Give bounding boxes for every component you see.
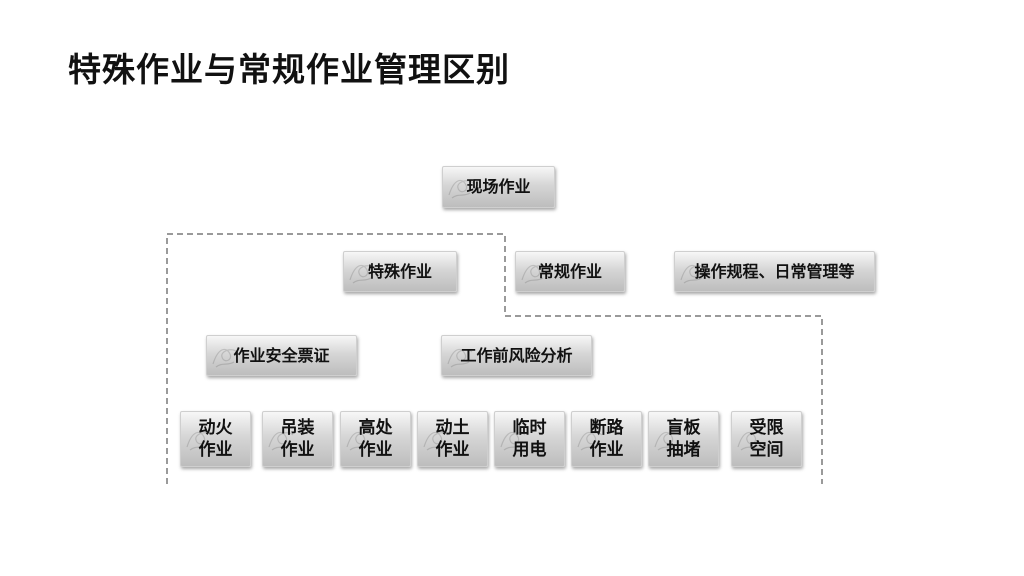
decorative-flourish-icon <box>521 264 547 283</box>
operation-label: 高处 作业 <box>358 418 393 460</box>
operation-label: 动火 作业 <box>198 418 233 460</box>
operation-node-excavation: 动土 作业 <box>417 411 488 467</box>
pre-work-risk-analysis-label: 工作前风险分析 <box>460 345 573 365</box>
routine-operations-node: 常规作业 <box>515 251 625 292</box>
routine-operations-label: 常规作业 <box>537 261 602 281</box>
root-node-on-site-operations: 现场作业 <box>442 166 555 208</box>
decorative-flourish-icon <box>577 431 603 451</box>
special-operations-node: 特殊作业 <box>343 251 457 292</box>
work-permit-node: 作业安全票证 <box>206 335 357 376</box>
routine-detail-node: 操作规程、日常管理等 <box>674 251 875 292</box>
decorative-flourish-icon <box>268 431 294 451</box>
decorative-flourish-icon <box>654 431 680 451</box>
operation-label: 动土 作业 <box>435 418 470 460</box>
operation-label: 盲板 抽堵 <box>666 418 701 460</box>
special-operations-label: 特殊作业 <box>367 261 432 281</box>
decorative-flourish-icon <box>212 348 238 367</box>
decorative-flourish-icon <box>447 348 473 367</box>
decorative-flourish-icon <box>448 179 474 199</box>
operation-node-lifting: 吊装 作业 <box>262 411 333 467</box>
operation-label: 临时 用电 <box>512 418 547 460</box>
decorative-flourish-icon <box>737 431 763 451</box>
root-node-label: 现场作业 <box>466 177 531 196</box>
operation-node-temporary-power: 临时 用电 <box>494 411 565 467</box>
operation-node-hot-work: 动火 作业 <box>180 411 251 467</box>
decorative-flourish-icon <box>346 431 372 451</box>
operation-label: 吊装 作业 <box>280 418 315 460</box>
decorative-flourish-icon <box>680 264 706 283</box>
operation-node-road-closure: 断路 作业 <box>571 411 642 467</box>
operation-label: 断路 作业 <box>589 418 624 460</box>
pre-work-risk-analysis-node: 工作前风险分析 <box>441 335 592 376</box>
decorative-flourish-icon <box>423 431 449 451</box>
decorative-flourish-icon <box>349 264 375 283</box>
operation-node-working-at-height: 高处 作业 <box>340 411 411 467</box>
operation-label: 受限 空间 <box>749 418 784 460</box>
routine-detail-label: 操作规程、日常管理等 <box>694 261 855 281</box>
operation-node-confined-space: 受限 空间 <box>731 411 802 467</box>
work-permit-label: 作业安全票证 <box>233 345 330 365</box>
slide-title: 特殊作业与常规作业管理区别 <box>68 50 510 89</box>
decorative-flourish-icon <box>500 431 526 451</box>
operation-node-blinding: 盲板 抽堵 <box>648 411 719 467</box>
decorative-flourish-icon <box>186 431 212 451</box>
